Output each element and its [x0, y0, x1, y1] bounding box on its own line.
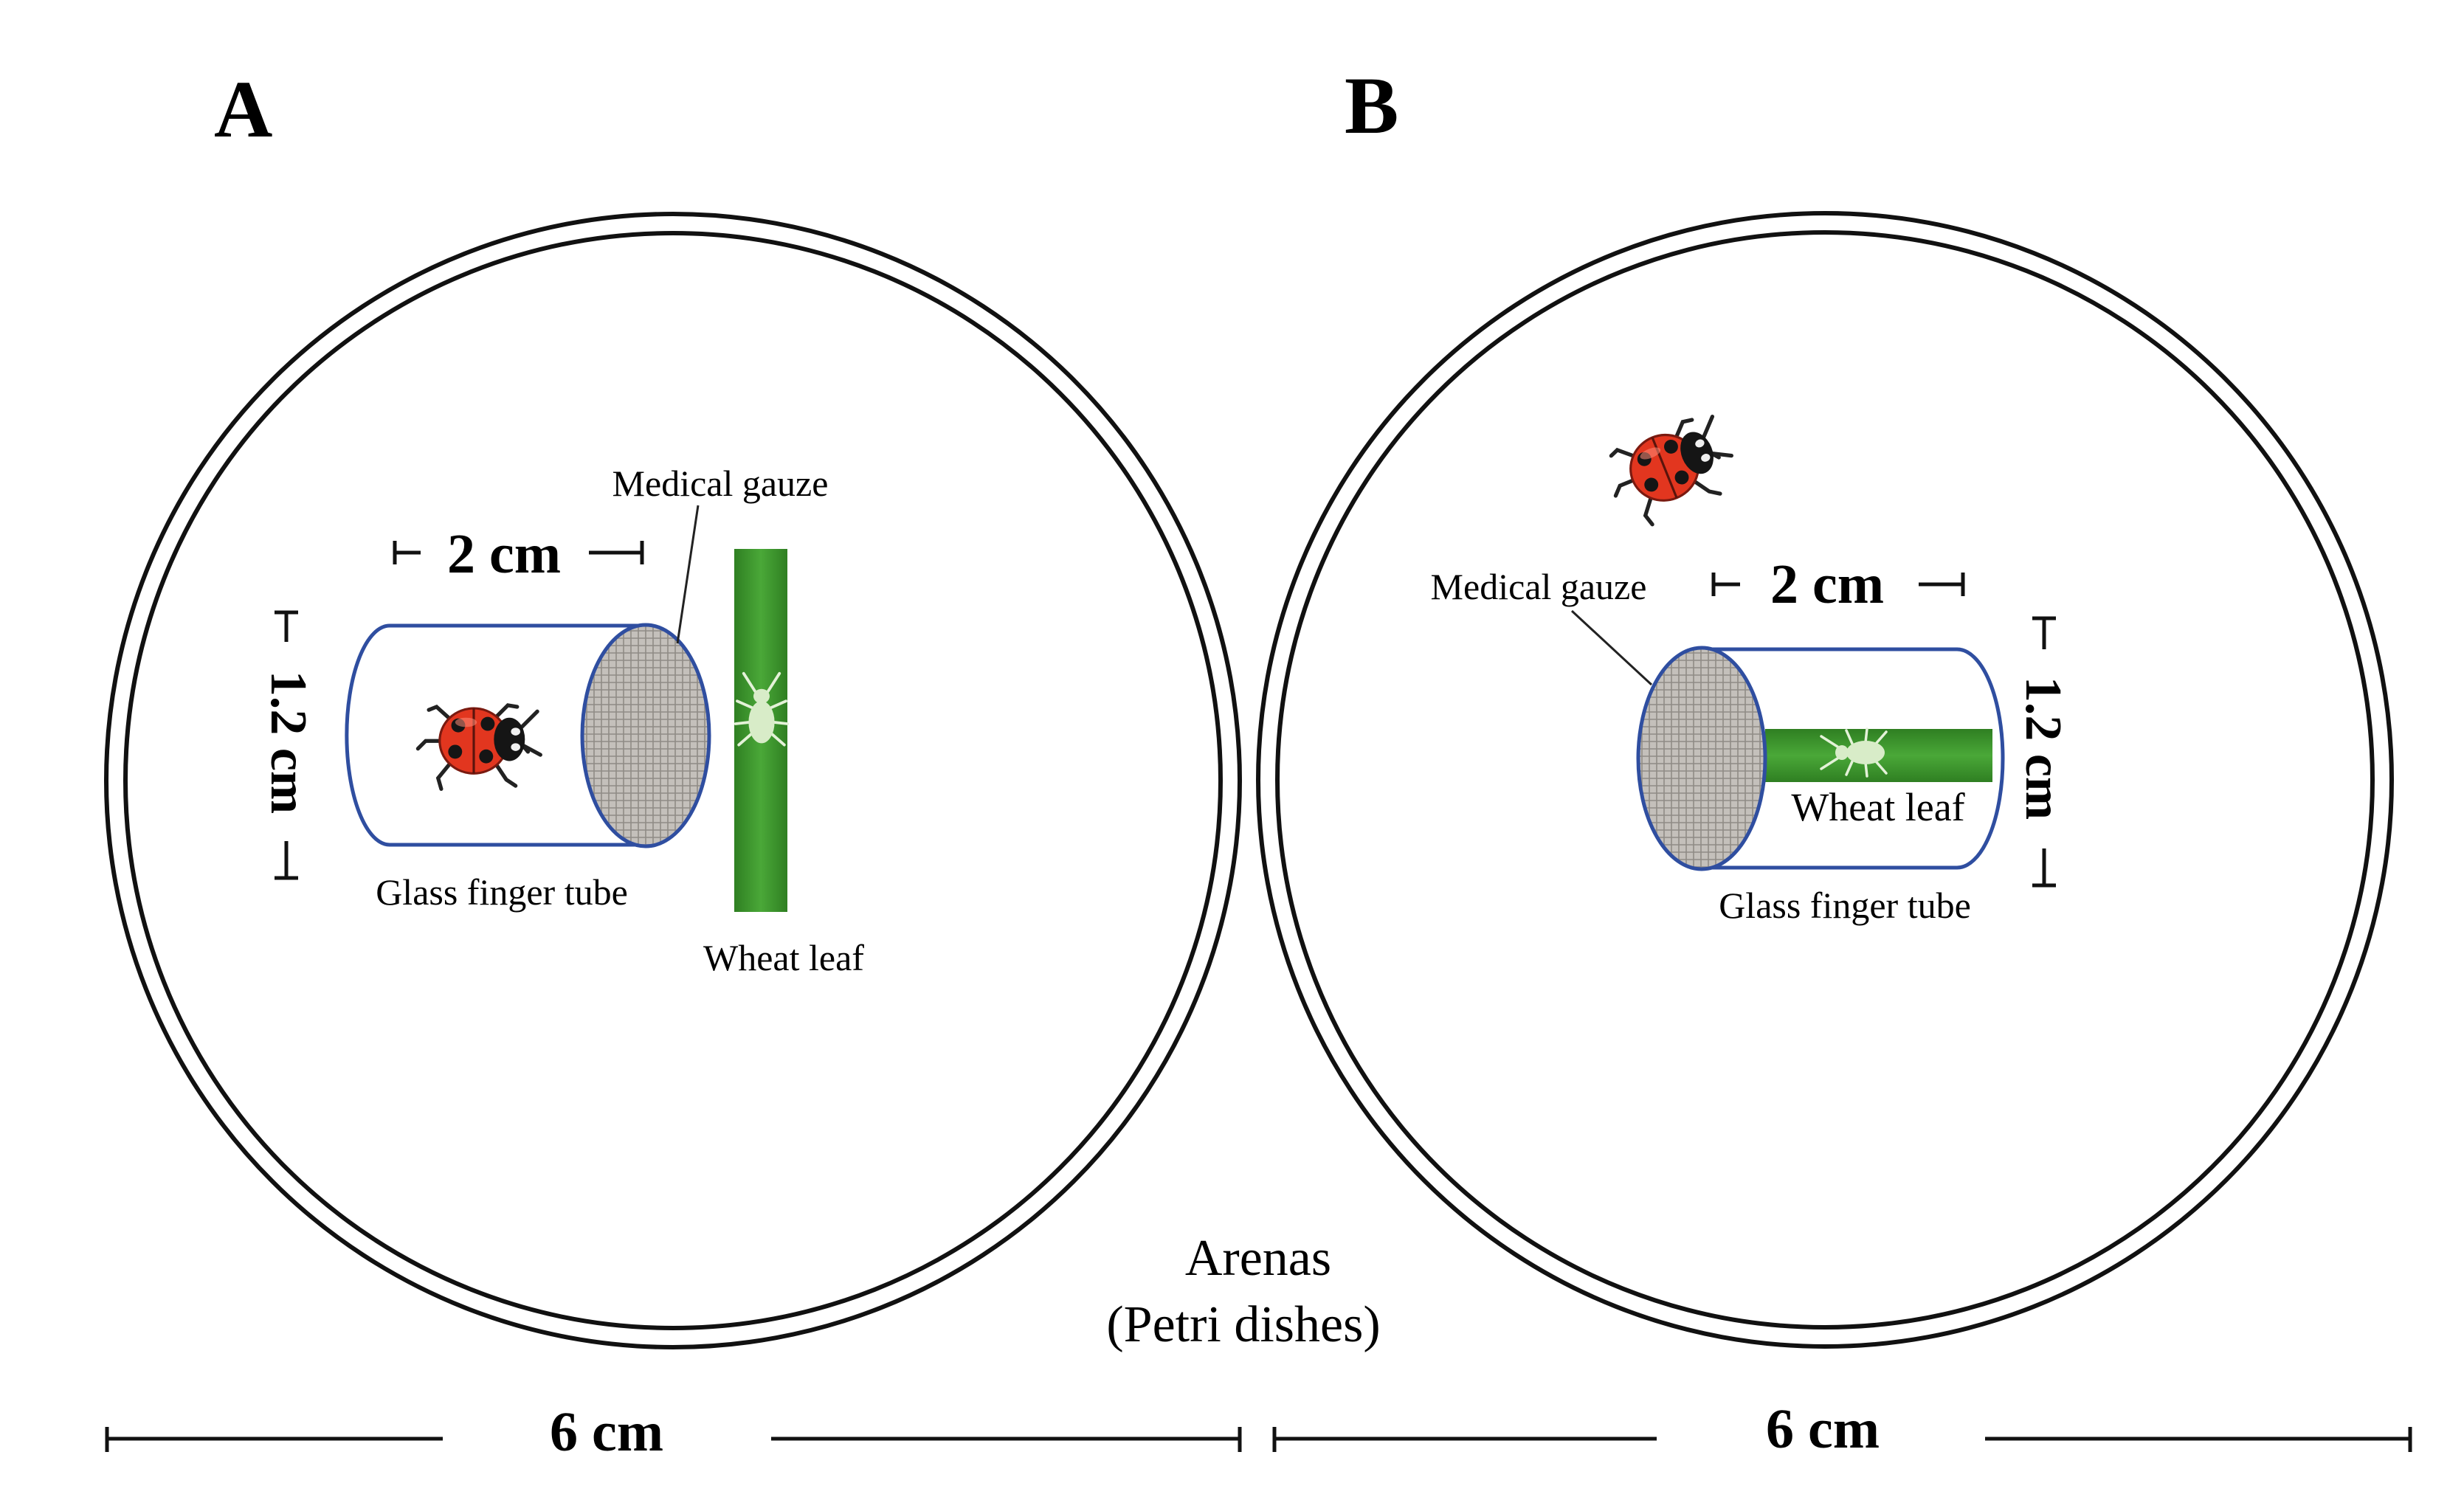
tube-diameter-dimension-a: 1.2 cm [260, 610, 317, 880]
ladybug-icon [1599, 409, 1744, 533]
tube-diameter-label-a: 1.2 cm [260, 671, 317, 814]
tube-length-label-b: 2 cm [1770, 553, 1884, 615]
tube-length-label-a: 2 cm [447, 523, 561, 585]
arena-label-line2: (Petri dishes) [1106, 1296, 1380, 1353]
arena-label: Arenas (Petri dishes) [1106, 1230, 1380, 1353]
medical-gauze-b [1636, 646, 1767, 871]
arena-label-line1: Arenas [1185, 1230, 1331, 1287]
petri-dish-b [1256, 211, 2394, 1349]
glass-tube-b: Wheat leaf [1636, 646, 2005, 871]
tube-length-dimension-b: 2 cm [1711, 553, 1965, 615]
panel-b-letter: B [1345, 60, 1398, 151]
wheat-leaf-a [734, 549, 790, 912]
gauze-label-a: Medical gauze [612, 463, 829, 504]
wheat-leaf-b [1765, 727, 1992, 782]
tube-length-dimension-a: 2 cm [393, 523, 644, 585]
gauze-label-b: Medical gauze [1431, 566, 1647, 607]
medical-gauze-a [580, 623, 711, 848]
arena-width-label-b: 6 cm [1766, 1398, 1880, 1460]
leaf-label-b: Wheat leaf [1791, 785, 1964, 829]
panel-a-letter: A [214, 64, 272, 154]
petri-dish-a [104, 212, 1242, 1349]
leaf-label-a: Wheat leaf [703, 937, 864, 978]
tube-diameter-dimension-b: 1.2 cm [2015, 616, 2071, 888]
arena-width-dimension-b: 6 cm [1272, 1398, 2412, 1460]
arena-width-dimension-a: 6 cm [105, 1401, 1242, 1463]
gauze-leader-a [676, 505, 700, 644]
gauze-leader-b [1570, 609, 1653, 686]
tube-label-a: Glass finger tube [376, 871, 628, 913]
tube-label-b: Glass finger tube [1719, 885, 1971, 926]
glass-tube-a [345, 623, 711, 848]
arena-width-label-a: 6 cm [550, 1401, 663, 1463]
panel-a: A 2 cm 1.2 cm Medical [104, 64, 1242, 1463]
tube-diameter-label-b: 1.2 cm [2015, 677, 2071, 820]
panel-b: B 2 cm 1.2 cm Wheat leaf [1256, 60, 2412, 1460]
